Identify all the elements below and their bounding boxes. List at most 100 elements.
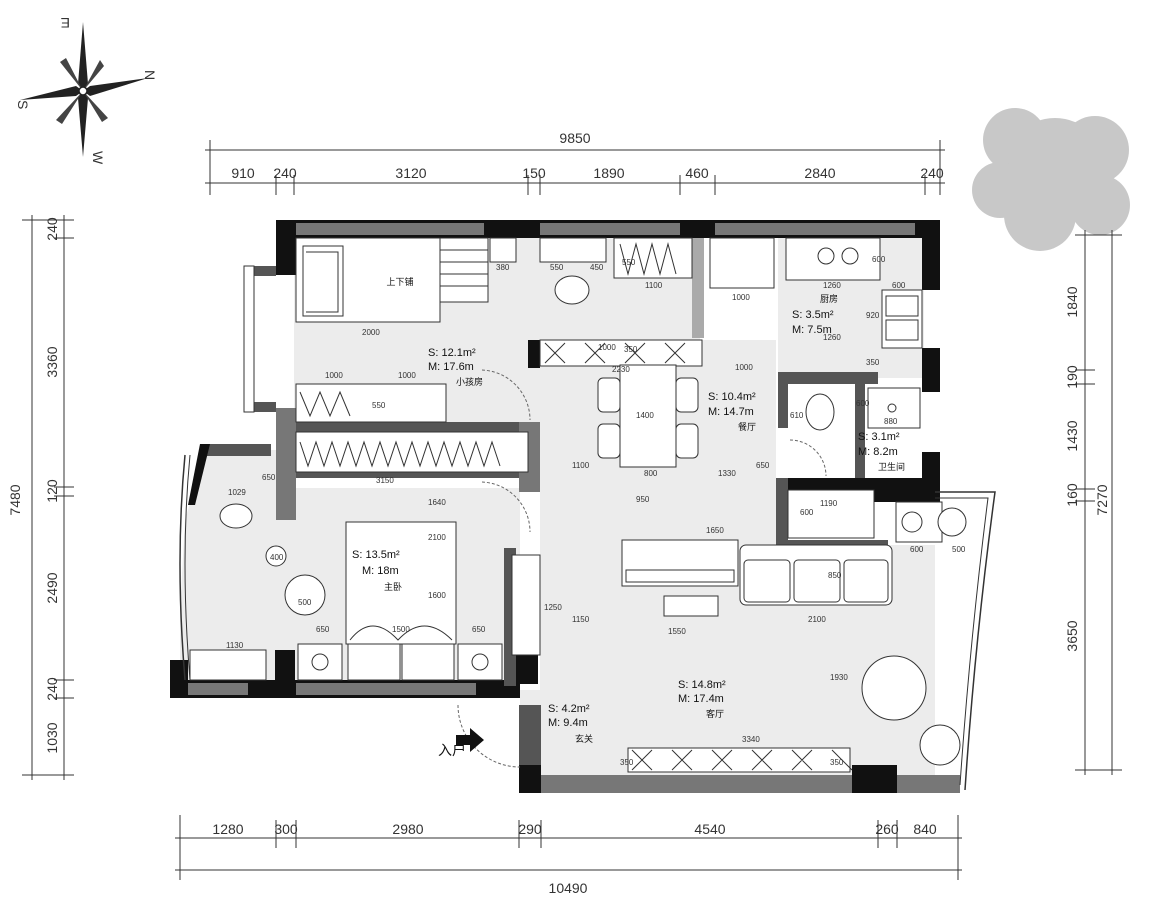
inner-dim: 650 [262, 473, 276, 482]
dim-top-seg: 910 [231, 165, 255, 181]
dim-bottom-seg: 2980 [392, 821, 423, 837]
dim-bottom-seg: 4540 [694, 821, 725, 837]
inner-dim: 350 [830, 758, 844, 767]
inner-dim: 1000 [732, 293, 750, 302]
dining-table [619, 364, 677, 468]
inner-dim: 1029 [228, 488, 246, 497]
entrance-label: 入户 [438, 742, 466, 759]
inner-dim: 1130 [226, 641, 244, 650]
inner-dim: 1600 [428, 591, 446, 600]
inner-dim: 380 [496, 263, 510, 272]
inner-dim: 600 [856, 399, 870, 408]
inner-dim: 1000 [398, 371, 416, 380]
dim-right-seg: 1840 [1064, 286, 1080, 317]
room-area: S: 14.8m² [678, 679, 726, 691]
dimension-bottom [175, 815, 962, 880]
inner-dim: 650 [316, 625, 330, 634]
inner-dim: 1650 [706, 526, 724, 535]
dim-bottom-total: 10490 [549, 880, 588, 896]
inner-dim: 1260 [823, 333, 841, 342]
room-perimeter: M: 8.2m [858, 446, 898, 458]
dimension-left [22, 215, 74, 780]
inner-dim: 1930 [830, 673, 848, 682]
inner-dim: 400 [270, 553, 284, 562]
room-name: 卫生间 [878, 461, 905, 473]
dim-left-seg: 240 [44, 217, 60, 241]
fridge-icon [709, 237, 775, 289]
room-name: 玄关 [575, 733, 593, 745]
room-area: S: 3.1m² [858, 431, 900, 443]
compass-n: N [142, 70, 158, 80]
dim-right-seg: 1430 [1064, 420, 1080, 451]
inner-dim: 1100 [645, 281, 663, 290]
dim-right-seg: 3650 [1064, 620, 1080, 651]
inner-dim: 600 [910, 545, 924, 554]
room-area: S: 3.5m² [792, 309, 834, 321]
dim-right-seg: 160 [1064, 483, 1080, 507]
inner-dim: 350 [866, 358, 880, 367]
room-perimeter: M: 14.7m [708, 406, 754, 418]
inner-dim: 350 [624, 345, 638, 354]
dim-bottom-seg: 300 [274, 821, 298, 837]
dim-bottom-seg: 260 [875, 821, 899, 837]
dim-bottom-seg: 1280 [212, 821, 243, 837]
inner-dim: 1000 [598, 343, 616, 352]
inner-dim: 600 [872, 255, 886, 264]
inner-dim: 650 [756, 461, 770, 470]
dim-top-seg: 150 [522, 165, 546, 181]
inner-dim: 880 [884, 417, 898, 426]
dim-left-total: 7480 [7, 484, 23, 515]
inner-dim: 920 [866, 311, 880, 320]
toilet-icon [805, 393, 835, 431]
inner-dim: 3340 [742, 735, 760, 744]
dim-bottom-seg: 840 [913, 821, 937, 837]
door-swings [457, 369, 827, 768]
dim-top-seg: 240 [920, 165, 944, 181]
inner-dim: 610 [790, 411, 804, 420]
room-name: 餐厅 [738, 421, 756, 433]
inner-dim: 350 [620, 758, 634, 767]
inner-dim: 1250 [544, 603, 562, 612]
inner-dimensions: 380 550 450 550 1100 1000 1260 600 920 1… [226, 255, 966, 767]
dimension-top [205, 140, 945, 195]
dim-top-seg: 3120 [395, 165, 426, 181]
master-bed [345, 521, 457, 645]
room-perimeter: M: 17.4m [678, 693, 724, 705]
bunk-bed-label: 上下铺 [386, 276, 413, 288]
dim-top-seg: 460 [685, 165, 709, 181]
room-name: 客厅 [706, 708, 724, 720]
inner-dim: 500 [952, 545, 966, 554]
inner-dim: 600 [892, 281, 906, 290]
room-perimeter: M: 9.4m [548, 717, 588, 729]
inner-dim: 1640 [428, 498, 446, 507]
dim-bottom-seg: 290 [518, 821, 542, 837]
inner-dim: 450 [590, 263, 604, 272]
inner-dim: 1550 [668, 627, 686, 636]
room-area: S: 13.5m² [352, 549, 400, 561]
room-name: 小孩房 [456, 376, 483, 388]
inner-dim: 550 [550, 263, 564, 272]
inner-dim: 1000 [325, 371, 343, 380]
inner-dim: 1260 [823, 281, 841, 290]
dim-left-seg: 240 [44, 677, 60, 701]
plant-icon [919, 724, 961, 766]
inner-dim: 550 [372, 401, 386, 410]
dim-top-seg: 1890 [593, 165, 624, 181]
room-perimeter: M: 17.6m [428, 361, 474, 373]
inner-dim: 550 [622, 258, 636, 267]
room-perimeter: M: 18m [362, 565, 399, 577]
inner-dim: 1400 [636, 411, 654, 420]
inner-dim: 3150 [376, 476, 394, 485]
room-name: 厨房 [820, 293, 838, 305]
dim-top-seg: 240 [273, 165, 297, 181]
toilet-icon [554, 275, 590, 305]
room-perimeter: M: 7.5m [792, 324, 832, 336]
room-area: S: 4.2m² [548, 703, 590, 715]
inner-dim: 1500 [392, 625, 410, 634]
armchair-icon [284, 574, 326, 616]
inner-dim: 1330 [718, 469, 736, 478]
dim-left-seg: 120 [44, 479, 60, 503]
inner-dim: 1100 [572, 461, 590, 470]
room-area: S: 10.4m² [708, 391, 756, 403]
